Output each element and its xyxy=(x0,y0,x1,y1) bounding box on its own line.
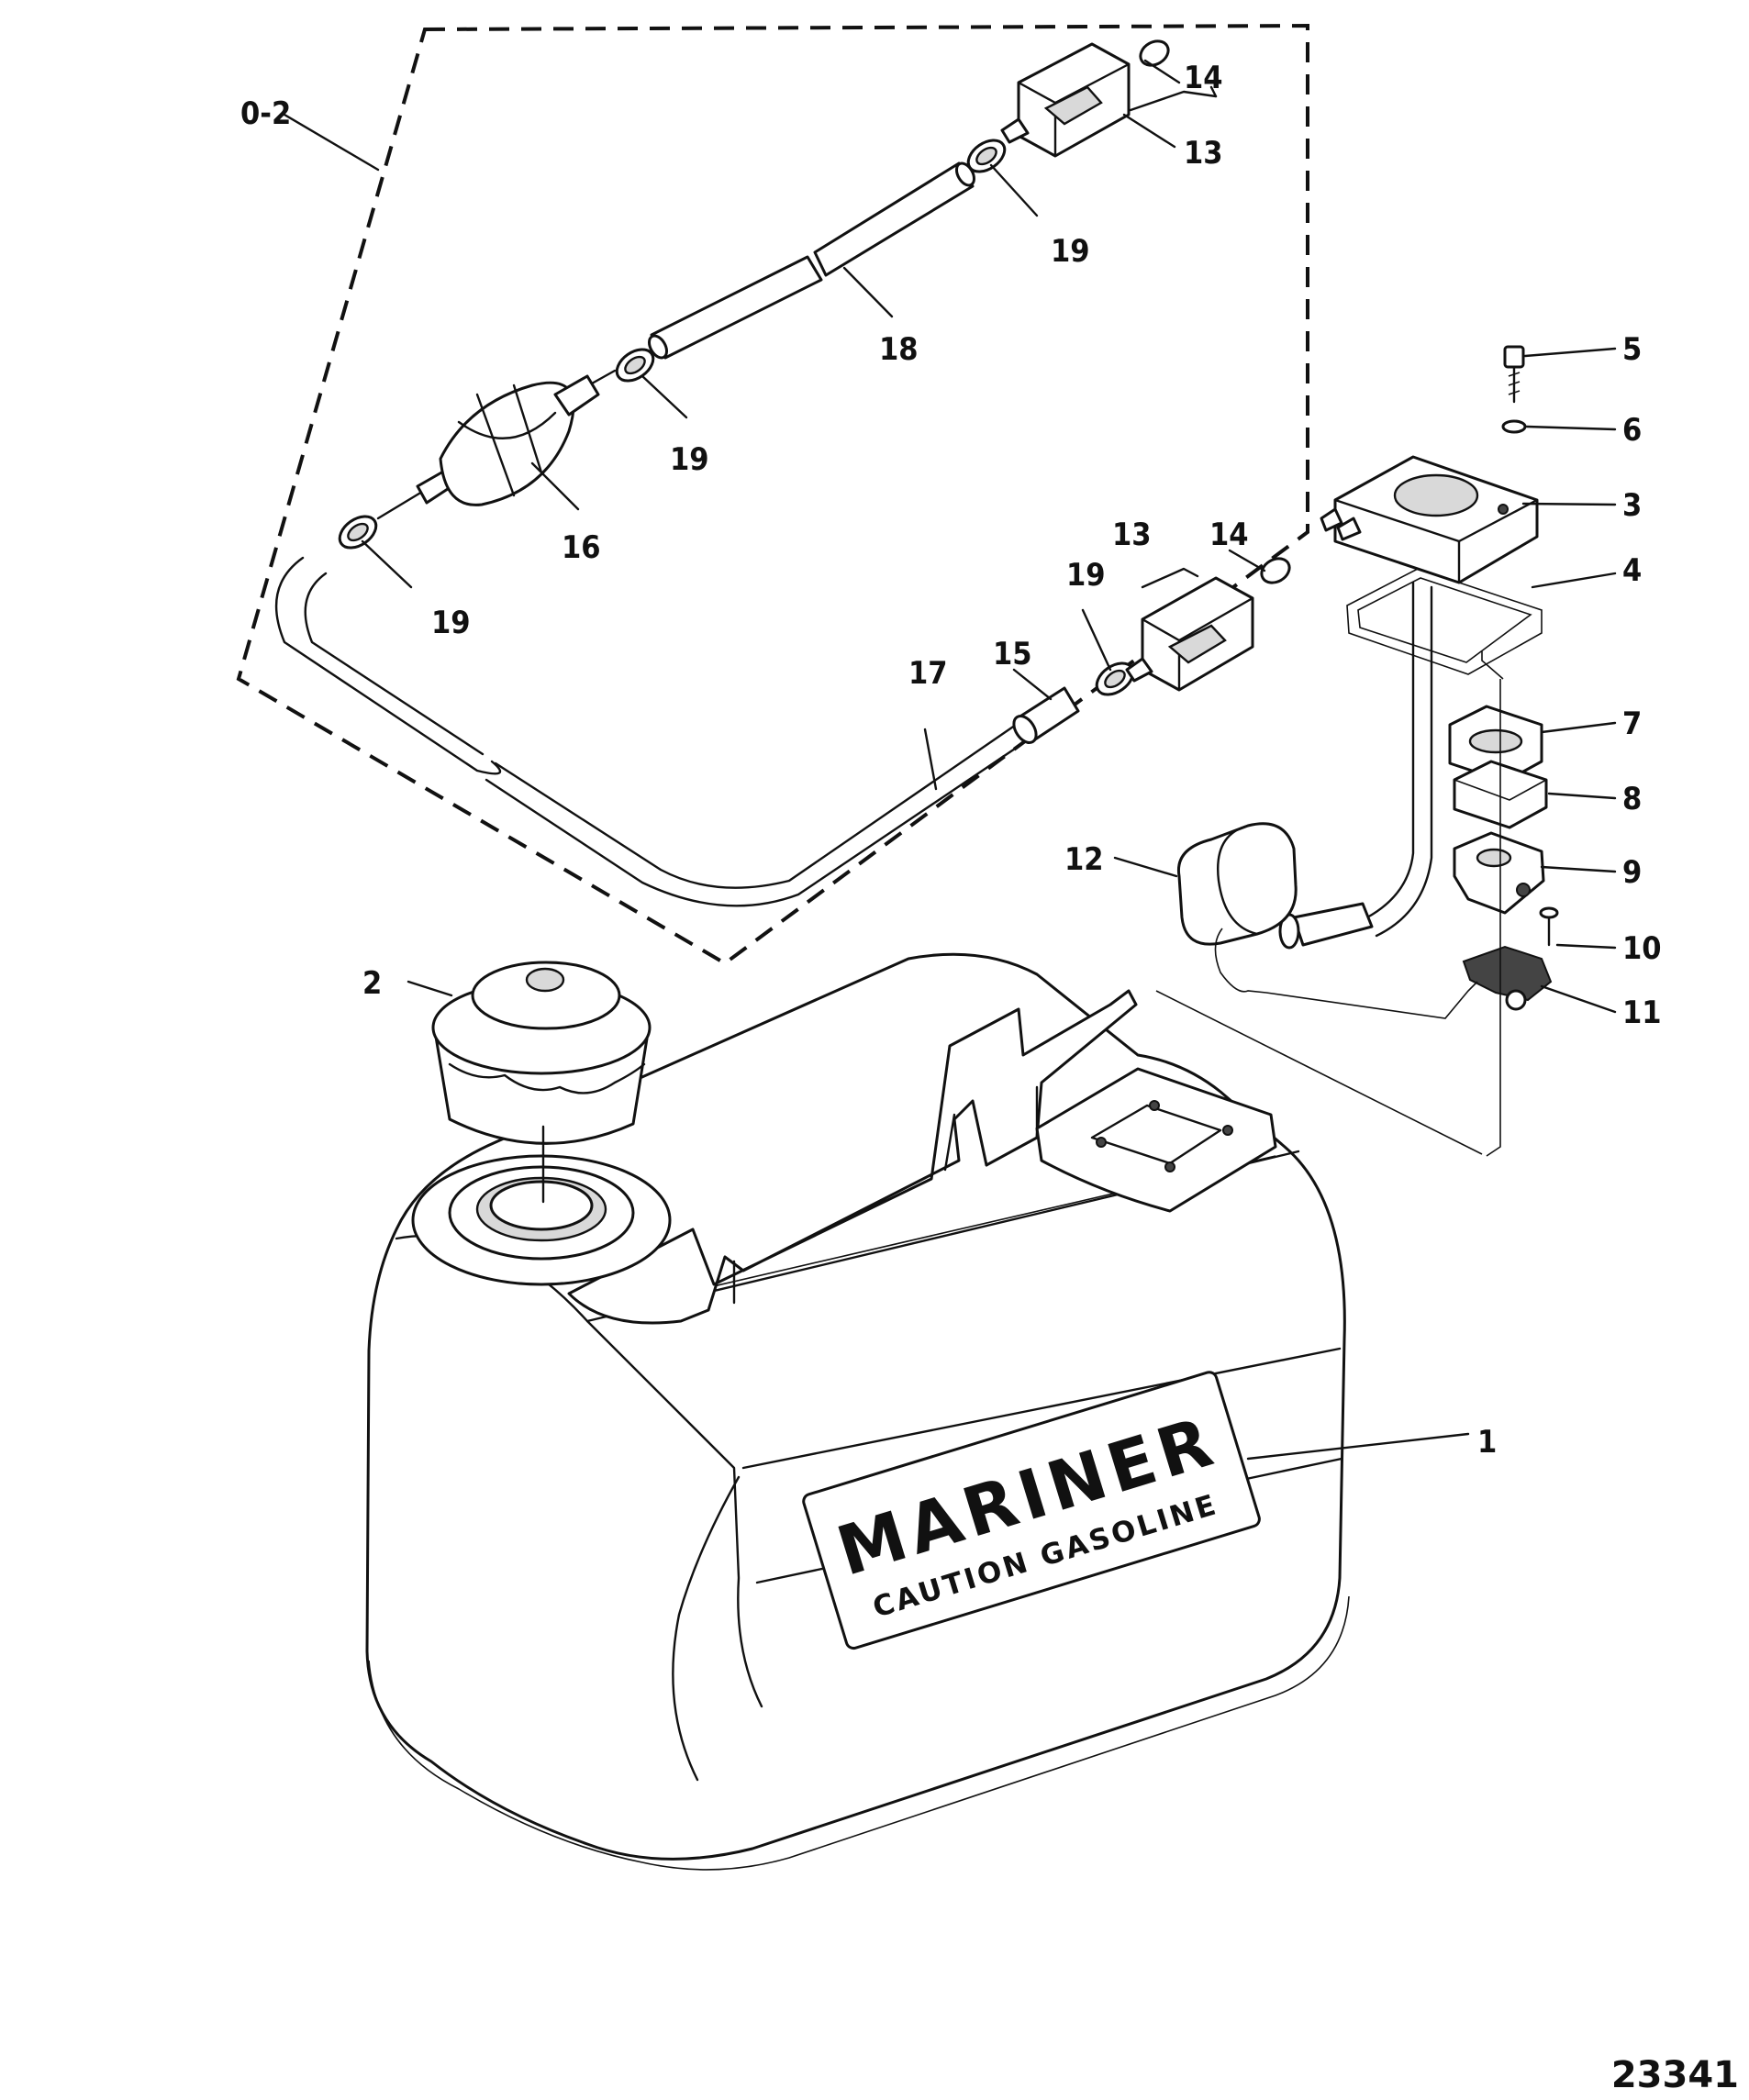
sender-mounting-pad xyxy=(1035,1067,1277,1213)
hose-clamp-lower-right xyxy=(1095,661,1135,696)
filler-neck xyxy=(411,1154,672,1286)
screw-washer xyxy=(1501,419,1527,434)
filler-cap xyxy=(431,961,652,1145)
mechanism-screw xyxy=(1539,906,1559,947)
callout-13-lower: 13 xyxy=(1112,517,1152,553)
fuel-float xyxy=(1176,822,1298,946)
callout-9: 9 xyxy=(1622,854,1642,891)
callout-12: 12 xyxy=(1064,841,1104,878)
hose-coupling xyxy=(1012,686,1080,744)
callout-3: 3 xyxy=(1622,487,1642,524)
callout-19-lower-right: 19 xyxy=(1066,557,1106,594)
callout-16: 16 xyxy=(562,529,601,566)
callout-5: 5 xyxy=(1622,331,1642,368)
figure-number: 23341 xyxy=(1611,2054,1739,2096)
assembly-guide-lines xyxy=(1155,651,1504,1157)
hose-clamp-lower-left xyxy=(338,515,378,550)
primer-bulb xyxy=(376,369,617,520)
float-wire xyxy=(1214,928,1478,1019)
gauge-lens-gasket xyxy=(1448,705,1543,783)
callout-19-mid: 19 xyxy=(670,441,709,478)
callout-11: 11 xyxy=(1622,994,1662,1031)
callout-6: 6 xyxy=(1622,412,1642,449)
housing-gasket xyxy=(1346,568,1543,675)
callout-4: 4 xyxy=(1622,552,1642,589)
engine-connector xyxy=(1000,42,1131,158)
leader-lines xyxy=(283,59,1617,1461)
kit-label: 0-2 xyxy=(240,95,291,132)
callout-8: 8 xyxy=(1622,781,1642,817)
callout-18: 18 xyxy=(879,331,919,368)
callout-1: 1 xyxy=(1477,1424,1497,1461)
hose-clamp-mid xyxy=(615,348,655,383)
tank-connector xyxy=(1125,576,1254,692)
pickup-tube xyxy=(1278,581,1433,950)
callout-19-lower-left: 19 xyxy=(431,605,471,641)
fuel-gauge-housing xyxy=(1320,455,1539,584)
callout-10: 10 xyxy=(1622,930,1662,967)
connector-o-ring-lower xyxy=(1260,557,1291,584)
callout-15: 15 xyxy=(993,636,1032,672)
callout-17: 17 xyxy=(908,655,948,692)
callout-2: 2 xyxy=(362,965,382,1002)
callout-14-lower: 14 xyxy=(1209,517,1249,553)
callout-7: 7 xyxy=(1622,706,1642,742)
callout-19-upper: 19 xyxy=(1051,233,1090,270)
fuel-hose-lower xyxy=(274,556,1025,907)
connector-o-ring-upper xyxy=(1139,39,1170,67)
gauge-mechanism xyxy=(1453,831,1545,915)
callout-13-upper: 13 xyxy=(1184,135,1223,172)
callout-14-upper: 14 xyxy=(1184,60,1223,96)
housing-screw xyxy=(1503,345,1525,404)
float-arm-bracket xyxy=(1462,945,1553,1011)
fuel-line-kit-boundary xyxy=(236,23,1309,966)
fuel-hose-upper xyxy=(648,161,975,360)
